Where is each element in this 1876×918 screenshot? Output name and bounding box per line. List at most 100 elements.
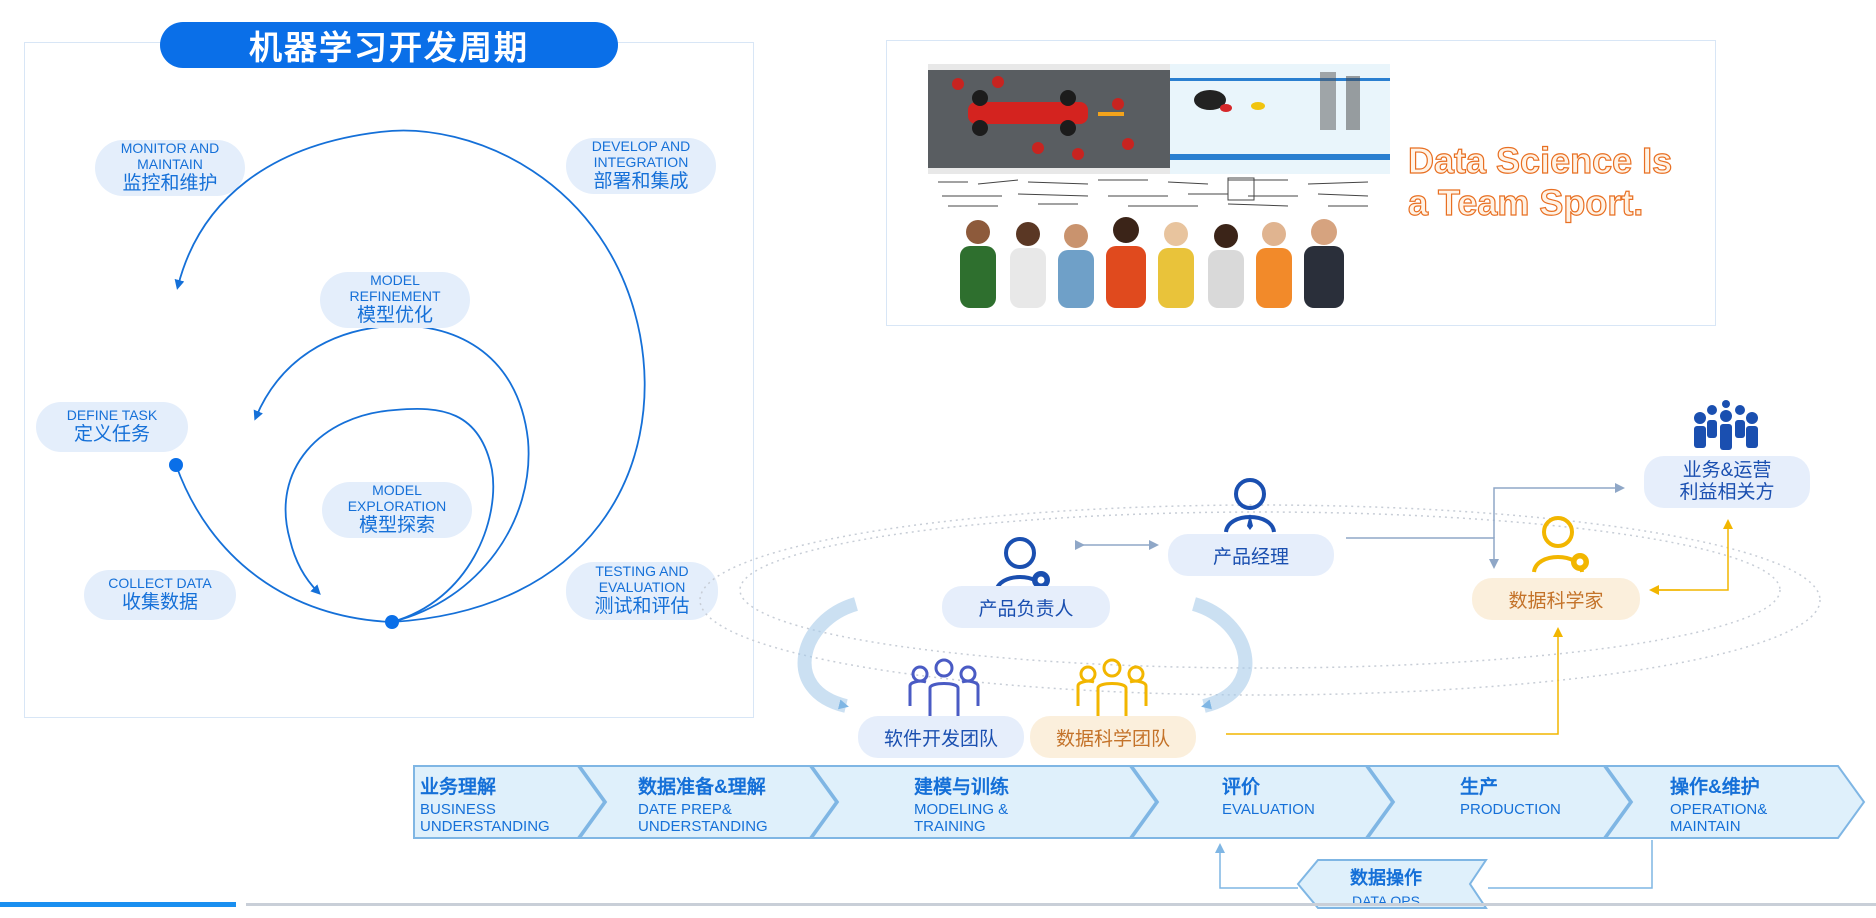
step-en-line2: TRAINING — [914, 817, 986, 835]
curling-illustration — [1170, 64, 1390, 174]
pit-stop-photo — [928, 64, 1170, 174]
stage-en-line1: TESTING AND — [595, 563, 689, 580]
stage-en-line2: MAINTAIN — [137, 155, 203, 172]
stage-zh: 收集数据 — [121, 592, 198, 614]
step-data-prep-zh: 数据准备&理解 — [638, 777, 766, 798]
chevron-dataops — [1296, 859, 1488, 909]
chevron-modeling — [810, 765, 1158, 839]
step-dataops-zh: 数据操作 — [1350, 868, 1422, 888]
step-business-en: BUSINESS UNDERSTANDING — [420, 801, 550, 836]
inner-cycle-arc — [284, 407, 495, 623]
stage-en-line2: EXPLORATION — [347, 497, 447, 514]
step-operation-en: OPERATION& MAINTAIN — [1670, 801, 1768, 836]
stage-zh: 模型优化 — [356, 304, 433, 326]
stage-monitor-maintain: MONITOR AND MAINTAIN 监控和维护 — [95, 140, 245, 196]
ml-cycle-title: 机器学习开发周期 — [160, 22, 618, 68]
curling-photo — [1170, 64, 1390, 174]
stage-en-line1: COLLECT DATA — [108, 574, 212, 591]
ds-team-icon — [1076, 658, 1148, 716]
stage-zh: 监控和维护 — [122, 172, 218, 194]
slide-progress-bar — [0, 902, 236, 907]
stage-define-task: DEFINE TASK 定义任务 — [36, 402, 188, 452]
step-evaluation-zh: 评价 — [1222, 777, 1261, 798]
role-product-manager: 产品经理 — [1168, 534, 1334, 576]
chevron-business — [413, 765, 606, 839]
stage-model-exploration: MODEL EXPLORATION 模型探索 — [322, 482, 472, 538]
chevron-production — [1366, 765, 1632, 839]
chevron-data-prep — [578, 765, 838, 839]
start-cycle-arc — [175, 464, 393, 623]
role-dev-team: 软件开发团队 — [858, 716, 1024, 758]
stage-zh: 模型探索 — [358, 514, 435, 536]
step-en-line1: MODELING & — [914, 801, 1009, 818]
step-en-line1: EVALUATION — [1222, 801, 1315, 818]
team-scientist-arrow — [1226, 627, 1563, 735]
stage-collect-data: COLLECT DATA 收集数据 — [84, 570, 236, 620]
step-en-line2: UNDERSTANDING — [420, 817, 550, 835]
stage-zh: 定义任务 — [73, 424, 150, 446]
dataops-return-arrow — [1215, 843, 1298, 889]
stage-en-line1: MODEL — [370, 272, 420, 289]
role-stakeholders: 业务&运营 利益相关方 — [1644, 456, 1810, 508]
to-stakeholders-line — [1493, 483, 1625, 538]
data-scientist-icon — [1532, 516, 1589, 573]
step-modeling-zh: 建模与训练 — [914, 777, 1010, 798]
team-sport-slogan: Data Science Is a Team Sport. — [1407, 139, 1708, 225]
step-en-line1: PRODUCTION — [1460, 801, 1561, 818]
step-modeling-en: MODELING & TRAINING — [914, 801, 1009, 836]
stage-model-refinement: MODEL REFINEMENT 模型优化 — [320, 272, 470, 328]
product-manager-icon — [1224, 478, 1276, 533]
stage-en-line1: DEFINE TASK — [66, 406, 158, 423]
stage-develop-integration: DEVELOP AND INTEGRATION 部署和集成 — [566, 138, 716, 194]
step-data-prep-en: DATE PREP& UNDERSTANDING — [638, 801, 768, 836]
dotted-orbit-inner — [739, 511, 1781, 669]
step-production-zh: 生产 — [1460, 777, 1499, 798]
dataops-loop-line — [1488, 840, 1653, 889]
step-evaluation-en: EVALUATION — [1222, 801, 1315, 819]
role-ds-team: 数据科学团队 — [1030, 716, 1196, 758]
team-people-illustration — [960, 217, 1344, 308]
stage-en-line2: REFINEMENT — [349, 287, 441, 304]
right-curved-arrow — [1191, 597, 1253, 713]
step-en-line1: DATE PREP& — [638, 801, 732, 818]
stage-en-line2: EVALUATION — [598, 578, 686, 595]
slogan-line1: Data Science Is — [1407, 139, 1673, 181]
chevron-operation — [1604, 765, 1866, 839]
team-people-photo — [948, 212, 1368, 308]
define-task-dot — [169, 458, 183, 472]
step-operation-zh: 操作&维护 — [1670, 777, 1760, 798]
step-production-en: PRODUCTION — [1460, 801, 1561, 819]
formula-scribbles — [938, 177, 1369, 207]
dotted-orbit-outer — [699, 504, 1821, 696]
step-en-line1: BUSINESS — [420, 801, 496, 818]
stakeholders-group-icon — [1694, 400, 1758, 450]
stage-zh: 部署和集成 — [593, 170, 689, 192]
chevron-evaluation — [1130, 765, 1394, 839]
dev-team-icon — [908, 658, 980, 716]
outer-cycle-arc — [174, 129, 646, 623]
stakeholders-line2: 利益相关方 — [1679, 482, 1775, 503]
step-business-zh: 业务理解 — [420, 777, 497, 798]
slide-track-bar — [246, 903, 1876, 906]
stage-zh: 测试和评估 — [594, 595, 690, 617]
left-curved-arrow — [797, 597, 859, 713]
stage-en-line1: MODEL — [372, 482, 422, 499]
stage-testing-evaluation: TESTING AND EVALUATION 测试和评估 — [566, 562, 718, 620]
pit-stop-illustration — [928, 64, 1170, 174]
stage-en-line2: INTEGRATION — [593, 153, 689, 170]
middle-cycle-arc — [253, 324, 530, 623]
stage-en-line1: MONITOR AND — [120, 140, 220, 157]
step-en-line1: OPERATION& — [1670, 801, 1768, 818]
ml-cycle-diagram — [169, 129, 646, 629]
slogan-line2: a Team Sport. — [1407, 182, 1644, 224]
role-data-scientist: 数据科学家 — [1472, 578, 1640, 620]
role-product-owner: 产品负责人 — [942, 586, 1110, 628]
step-en-line2: UNDERSTANDING — [638, 817, 768, 835]
step-dataops-en: DATA OPS — [1352, 893, 1420, 909]
stakeholders-line1: 业务&运营 — [1682, 460, 1772, 482]
stage-en-line1: DEVELOP AND — [591, 138, 691, 155]
math-formulas-strip — [928, 174, 1390, 212]
cycle-origin-dot — [385, 615, 399, 629]
